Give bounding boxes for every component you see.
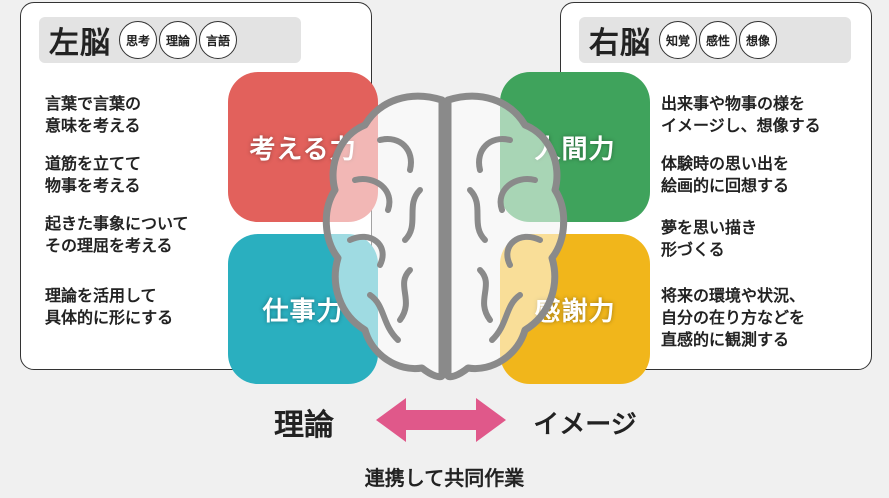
- double-arrow-icon: [376, 398, 506, 442]
- quadrant-work-power-label: 仕事力: [262, 296, 344, 327]
- badge-thinking: 思考: [119, 21, 157, 59]
- badge-language: 言語: [199, 21, 237, 59]
- quadrant-work-power: 仕事力: [228, 234, 378, 384]
- right-item-2: 体験時の思い出を 絵画的に回想する: [661, 154, 790, 195]
- theory-label: 理論: [274, 408, 334, 443]
- left-brain-title: 左脳: [49, 26, 111, 61]
- quadrant-gratitude-power: 感謝力: [500, 234, 650, 384]
- left-brain-header: 左脳 思考 理論 言語: [39, 17, 301, 63]
- right-item-4: 将来の環境や状況、 自分の在り方などを 直感的に観測する: [661, 286, 806, 349]
- left-item-4: 理論を活用して 具体的に形にする: [45, 286, 174, 327]
- badge-perception: 知覚: [659, 21, 697, 59]
- right-item-1: 出来事や物事の様を イメージし、想像する: [661, 94, 821, 135]
- left-item-1: 言葉で言葉の 意味を考える: [45, 94, 142, 135]
- left-item-3: 起きた事象について その理屈を考える: [45, 214, 189, 255]
- footer-caption: 連携して共同作業: [364, 466, 525, 490]
- right-brain-header: 右脳 知覚 感性 想像: [579, 17, 851, 63]
- left-item-2: 道筋を立てて 物事を考える: [45, 154, 142, 195]
- quadrant-gratitude-power-label: 感謝力: [534, 296, 616, 327]
- image-label: イメージ: [533, 409, 637, 440]
- badge-imagination: 想像: [739, 21, 777, 59]
- badge-sensibility: 感性: [699, 21, 737, 59]
- quadrant-thinking-power: 考える力: [228, 72, 378, 222]
- badge-theory: 理論: [159, 21, 197, 59]
- quadrant-human-power-label: 人間力: [534, 134, 616, 165]
- quadrant-human-power: 人間力: [500, 72, 650, 222]
- quadrant-thinking-power-label: 考える力: [249, 134, 357, 165]
- right-item-3: 夢を思い描き 形づくる: [661, 218, 758, 259]
- right-brain-title: 右脳: [589, 26, 651, 61]
